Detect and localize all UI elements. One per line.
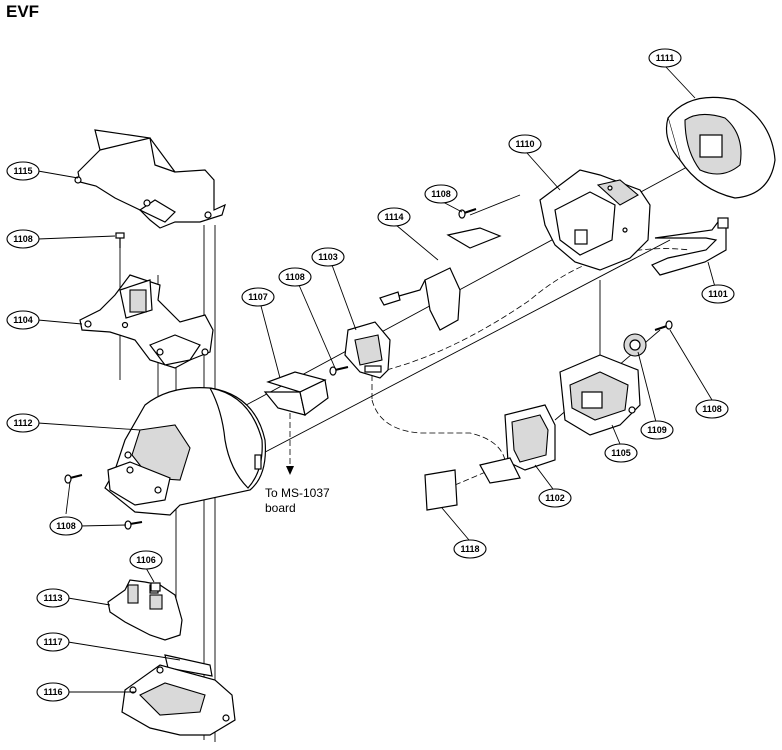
- part-1107-flex: [263, 371, 329, 417]
- callout-1107: 1107: [241, 287, 275, 307]
- svg-text:1118: 1118: [460, 544, 479, 554]
- svg-text:1109: 1109: [647, 425, 667, 435]
- svg-text:1111: 1111: [656, 53, 675, 63]
- callout-1111: 1111: [648, 48, 682, 68]
- part-1114-bracket: [379, 227, 502, 331]
- svg-text:1108: 1108: [285, 272, 305, 282]
- screw-icon: [124, 520, 143, 530]
- svg-text:1117: 1117: [43, 637, 62, 647]
- svg-text:1107: 1107: [248, 292, 268, 302]
- callout-1115: 1115: [6, 161, 40, 181]
- callout-1114: 1114: [377, 207, 411, 227]
- svg-text:1114: 1114: [384, 212, 403, 222]
- part-1110-frame: [539, 169, 651, 271]
- svg-text:1108: 1108: [431, 189, 451, 199]
- part-1116-cover: [121, 664, 236, 736]
- part-1118-sheet: [424, 469, 458, 511]
- part-1112-housing: [104, 387, 267, 516]
- svg-text:1112: 1112: [13, 418, 32, 428]
- part-1102-display-block: [479, 404, 556, 484]
- leader-lines: [37, 65, 716, 693]
- svg-text:1102: 1102: [545, 493, 565, 503]
- part-1111-eyecup: [665, 96, 776, 199]
- svg-text:1101: 1101: [708, 289, 728, 299]
- callout-1110: 1110: [508, 134, 542, 154]
- callout-1116: 1116: [36, 682, 70, 702]
- part-1109-gear: [623, 333, 647, 357]
- callout-1101: 1101: [701, 284, 735, 304]
- callout-1106: 1106: [129, 550, 163, 570]
- part-1105-lens-block: [559, 354, 641, 436]
- svg-text:1116: 1116: [43, 687, 62, 697]
- callout-1109: 1109: [640, 420, 674, 440]
- callout-1108: 1108: [695, 399, 729, 419]
- screw-icon: [115, 232, 125, 248]
- screw-icon: [654, 320, 673, 331]
- callout-1105: 1105: [604, 443, 638, 463]
- part-1104-bracket: [79, 274, 214, 369]
- svg-text:1108: 1108: [56, 521, 76, 531]
- diagram-title: EVF: [6, 2, 40, 21]
- callout-1103: 1103: [311, 247, 345, 267]
- svg-text:1110: 1110: [515, 139, 534, 149]
- note-line-2: board: [265, 501, 296, 515]
- callout-1108: 1108: [278, 267, 312, 287]
- part-1117-sheet: [164, 654, 213, 677]
- callout-1108: 1108: [424, 184, 458, 204]
- screw-icon: [329, 366, 349, 376]
- callout-1104: 1104: [6, 310, 40, 330]
- svg-text:1113: 1113: [43, 593, 62, 603]
- svg-text:1108: 1108: [13, 234, 33, 244]
- screw-icon: [64, 474, 83, 484]
- callout-1117: 1117: [36, 632, 70, 652]
- part-1113-bracket: [107, 579, 183, 641]
- callout-1112: 1112: [6, 413, 40, 433]
- callout-1118: 1118: [453, 539, 487, 559]
- svg-text:1104: 1104: [13, 315, 33, 325]
- arrow-to-board: [286, 466, 294, 475]
- note-line-1: To MS-1037: [265, 486, 330, 500]
- screw-icon: [458, 208, 477, 219]
- svg-text:1103: 1103: [318, 252, 338, 262]
- part-1103-bracket: [344, 321, 391, 379]
- callout-1113: 1113: [36, 588, 70, 608]
- svg-text:1106: 1106: [136, 555, 156, 565]
- callout-1108: 1108: [49, 516, 83, 536]
- part-1115-bracket: [74, 129, 226, 229]
- svg-text:1108: 1108: [702, 404, 722, 414]
- svg-text:1115: 1115: [13, 166, 32, 176]
- svg-text:1105: 1105: [611, 448, 631, 458]
- part-1101-flex-cable: [651, 217, 729, 276]
- callout-1108: 1108: [6, 229, 40, 249]
- callout-1102: 1102: [538, 488, 572, 508]
- part-1106-chip: [150, 582, 161, 592]
